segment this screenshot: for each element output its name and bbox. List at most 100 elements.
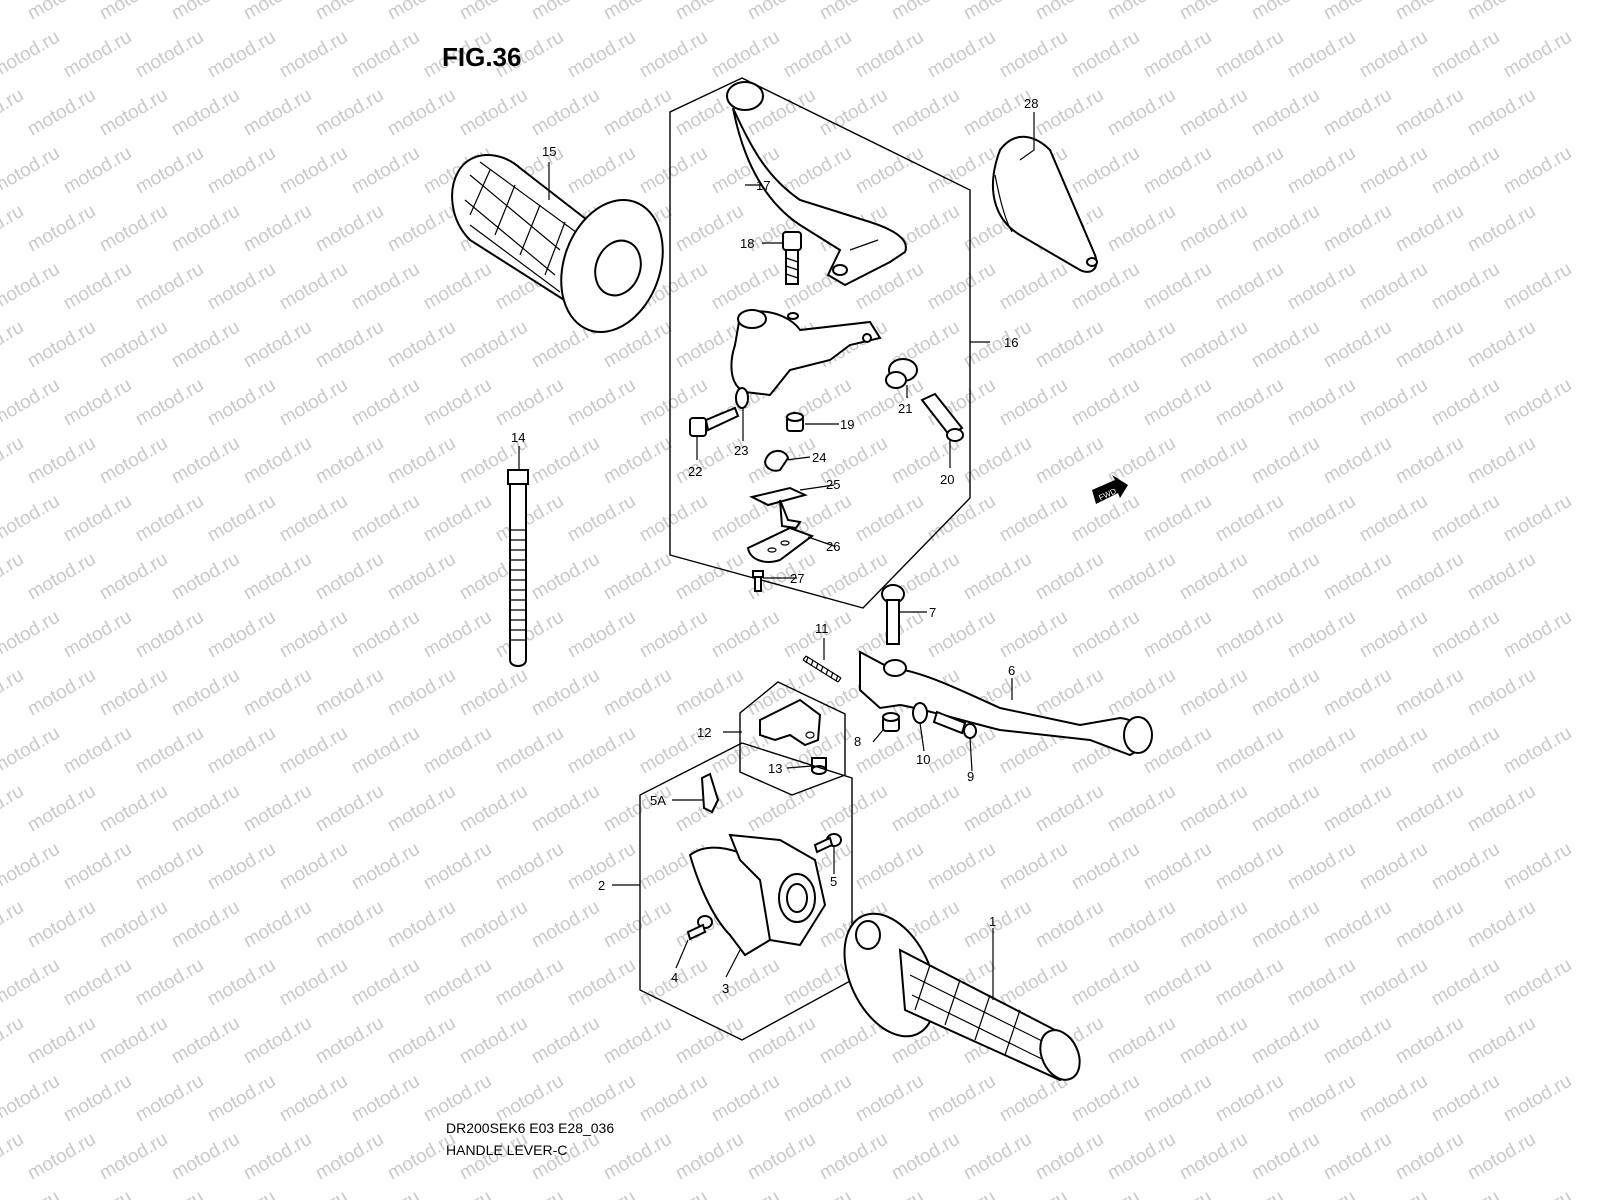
watermark-text: motod.ru bbox=[312, 85, 387, 141]
watermark-text: motod.ru bbox=[168, 85, 243, 141]
grip-15[interactable] bbox=[451, 154, 680, 346]
clip-5a[interactable] bbox=[700, 772, 720, 814]
watermark-text: motod.ru bbox=[1248, 433, 1323, 489]
watermark-text: motod.ru bbox=[1284, 143, 1359, 199]
watermark-text: motod.ru bbox=[456, 317, 531, 373]
watermark-text: motod.ru bbox=[348, 259, 423, 315]
watermark-text: motod.ru bbox=[1500, 27, 1575, 83]
bolt-18[interactable] bbox=[782, 231, 802, 320]
watermark-text: motod.ru bbox=[204, 839, 279, 895]
watermark-text: motod.ru bbox=[240, 0, 315, 24]
watermark-text: motod.ru bbox=[924, 27, 999, 83]
watermark-text: motod.ru bbox=[1500, 491, 1575, 547]
watermark-text: motod.ru bbox=[816, 85, 891, 141]
screw-5[interactable] bbox=[813, 833, 842, 854]
watermark-text: motod.ru bbox=[168, 0, 243, 24]
nut-19[interactable] bbox=[786, 412, 804, 432]
watermark-text: motod.ru bbox=[960, 433, 1035, 489]
nut-8[interactable] bbox=[882, 712, 900, 732]
throttle-housing-2[interactable] bbox=[728, 833, 827, 947]
watermark-text: motod.ru bbox=[1104, 781, 1179, 837]
bolt-7[interactable] bbox=[881, 584, 905, 645]
watermark-text: motod.ru bbox=[1320, 1013, 1395, 1069]
watermark-text: motod.ru bbox=[1176, 1129, 1251, 1185]
watermark-text: motod.ru bbox=[1464, 1129, 1539, 1185]
watermark-text: motod.ru bbox=[132, 1187, 207, 1200]
watermark-text: motod.ru bbox=[312, 1129, 387, 1185]
clip-24[interactable] bbox=[763, 450, 790, 472]
watermark-text: motod.ru bbox=[1320, 0, 1395, 24]
plate-25[interactable] bbox=[749, 486, 808, 530]
lever-holder[interactable] bbox=[730, 309, 882, 397]
watermark-text: motod.ru bbox=[1392, 85, 1467, 141]
watermark-text: motod.ru bbox=[168, 665, 243, 721]
watermark-text: motod.ru bbox=[168, 549, 243, 605]
cable-tie-14[interactable] bbox=[507, 469, 529, 667]
watermark-text: motod.ru bbox=[0, 897, 27, 953]
watermark-text: motod.ru bbox=[528, 0, 603, 24]
watermark-text: motod.ru bbox=[1392, 665, 1467, 721]
cable-adjuster-20[interactable] bbox=[920, 392, 964, 442]
watermark-text: motod.ru bbox=[1140, 839, 1215, 895]
watermark-text: motod.ru bbox=[204, 955, 279, 1011]
switch-12[interactable] bbox=[759, 698, 822, 747]
watermark-text: motod.ru bbox=[960, 781, 1035, 837]
watermark-text: motod.ru bbox=[420, 723, 495, 779]
bolt-22[interactable] bbox=[689, 406, 740, 437]
spring-11[interactable] bbox=[802, 655, 842, 683]
watermark-text: motod.ru bbox=[420, 839, 495, 895]
adjuster-21[interactable] bbox=[885, 358, 918, 389]
watermark-text: motod.ru bbox=[384, 665, 459, 721]
watermark-text: motod.ru bbox=[780, 143, 855, 199]
watermark-text: motod.ru bbox=[1104, 201, 1179, 257]
watermark-text: motod.ru bbox=[996, 839, 1071, 895]
watermark-text: motod.ru bbox=[600, 433, 675, 489]
watermark-text: motod.ru bbox=[276, 955, 351, 1011]
watermark-text: motod.ru bbox=[348, 143, 423, 199]
switch-26[interactable] bbox=[746, 526, 815, 563]
watermark-text: motod.ru bbox=[204, 27, 279, 83]
watermark-text: motod.ru bbox=[816, 1129, 891, 1185]
watermark-text: motod.ru bbox=[1500, 143, 1575, 199]
watermark-text: motod.ru bbox=[1428, 259, 1503, 315]
watermark-text: motod.ru bbox=[1500, 375, 1575, 431]
watermark-text: motod.ru bbox=[1428, 1071, 1503, 1127]
callout-25: 25 bbox=[826, 477, 840, 492]
watermark-text: motod.ru bbox=[1068, 955, 1143, 1011]
watermark-text: motod.ru bbox=[924, 143, 999, 199]
watermark-text: motod.ru bbox=[888, 0, 963, 24]
watermark-text: motod.ru bbox=[1248, 549, 1323, 605]
watermark-text: motod.ru bbox=[132, 1071, 207, 1127]
watermark-text: motod.ru bbox=[852, 839, 927, 895]
watermark-text: motod.ru bbox=[528, 549, 603, 605]
screw-27[interactable] bbox=[752, 570, 764, 592]
watermark-text: motod.ru bbox=[1356, 955, 1431, 1011]
watermark-text: motod.ru bbox=[384, 201, 459, 257]
watermark-text: motod.ru bbox=[1032, 897, 1107, 953]
watermark-text: motod.ru bbox=[1356, 1187, 1431, 1200]
watermark-text: motod.ru bbox=[1500, 839, 1575, 895]
watermark-text: motod.ru bbox=[0, 549, 27, 605]
grip-1[interactable] bbox=[826, 899, 1087, 1086]
washer-10[interactable] bbox=[912, 702, 928, 724]
watermark-text: motod.ru bbox=[996, 955, 1071, 1011]
housing-3[interactable] bbox=[688, 846, 772, 957]
watermark-text: motod.ru bbox=[348, 375, 423, 431]
watermark-text: motod.ru bbox=[276, 259, 351, 315]
watermark-text: motod.ru bbox=[1428, 143, 1503, 199]
callout-11: 11 bbox=[815, 621, 829, 636]
watermark-text: motod.ru bbox=[96, 85, 171, 141]
callout-labels: 15 17 18 28 16 19 21 20 22 23 24 25 26 2… bbox=[511, 96, 1038, 996]
watermark-text: motod.ru bbox=[24, 781, 99, 837]
lever-17[interactable] bbox=[726, 81, 907, 287]
screw-4[interactable] bbox=[686, 915, 713, 941]
watermark-text: motod.ru bbox=[420, 491, 495, 547]
watermark-text: motod.ru bbox=[348, 27, 423, 83]
washer-23[interactable] bbox=[735, 387, 749, 409]
callout-8: 8 bbox=[854, 734, 861, 749]
watermark-text: motod.ru bbox=[24, 201, 99, 257]
cover-28[interactable] bbox=[992, 135, 1098, 273]
watermark-text: motod.ru bbox=[96, 549, 171, 605]
watermark-text: motod.ru bbox=[1032, 85, 1107, 141]
watermark-text: motod.ru bbox=[276, 491, 351, 547]
